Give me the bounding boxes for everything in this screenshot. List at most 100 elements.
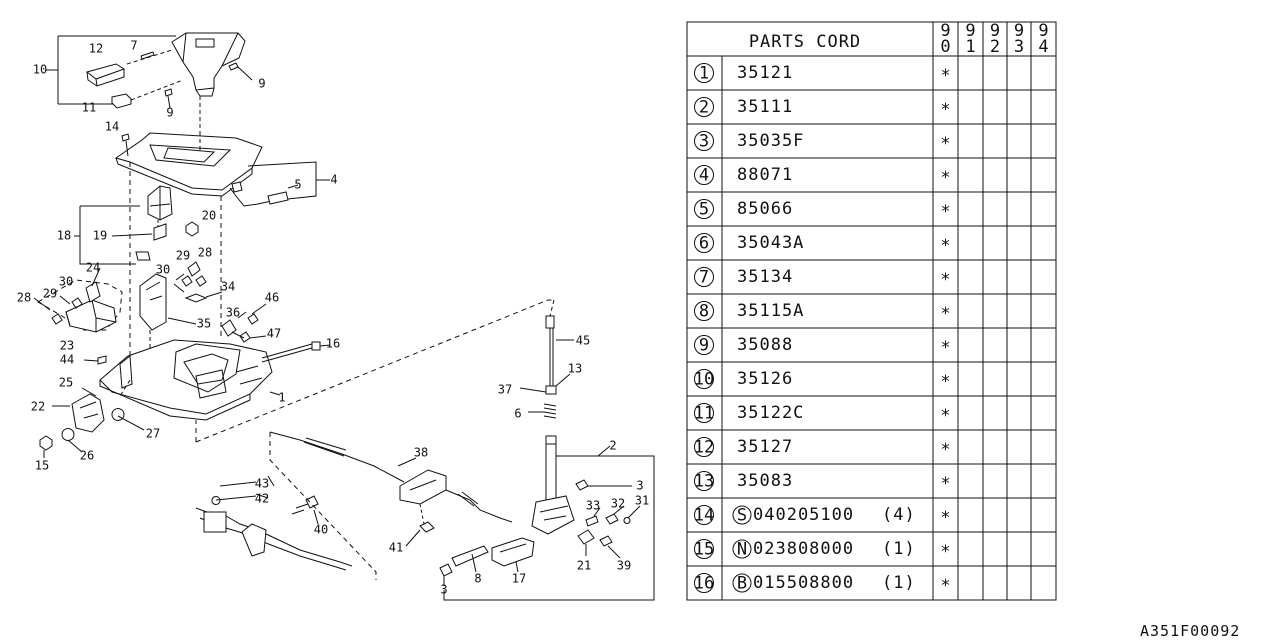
- year-column-header: 9: [965, 21, 975, 41]
- shift-cable: [269, 431, 513, 525]
- part-code: 85066: [737, 199, 793, 219]
- ref-number-circle: [694, 131, 714, 151]
- callout-number: 10: [33, 63, 47, 77]
- callout-number: 16: [326, 337, 340, 351]
- callout-number: 37: [498, 383, 512, 397]
- ref-number-circle: [694, 335, 714, 355]
- callout-number: 23: [60, 339, 74, 353]
- part-code: 35115A: [737, 301, 804, 321]
- ref-number: 3: [699, 132, 709, 152]
- applicability-mark: *: [940, 440, 950, 460]
- applicability-mark: *: [940, 474, 950, 494]
- part-code: 023808000: [753, 539, 854, 559]
- callout-number: 24: [86, 261, 100, 275]
- callout-number: 19: [93, 229, 107, 243]
- shift-lever: [443, 435, 655, 601]
- part-code: 35111: [737, 97, 793, 117]
- callout-number: 30: [59, 275, 73, 289]
- part-code: 35122C: [737, 403, 804, 423]
- callout-number: 32: [611, 497, 625, 511]
- ref-number-circle: [694, 199, 714, 219]
- callout-number: 38: [414, 446, 428, 460]
- callout-number: 14: [105, 120, 119, 134]
- callout-number: 7: [130, 39, 137, 53]
- ref-number: 8: [699, 302, 709, 322]
- callout-number: 9: [258, 77, 265, 91]
- year-column-header: 3: [1014, 37, 1024, 57]
- part-code: 35083: [737, 471, 793, 491]
- ref-number-circle: [694, 233, 714, 253]
- applicability-mark: *: [940, 406, 950, 426]
- part-quantity: (1): [882, 539, 916, 559]
- applicability-mark: *: [940, 236, 950, 256]
- callout-number: 30: [156, 263, 170, 277]
- ref-number-circle: [694, 267, 714, 287]
- part-code: 015508800: [753, 573, 854, 593]
- callout-number: 41: [389, 541, 403, 555]
- ref-number-circle: [694, 505, 714, 525]
- callout-number: 29: [176, 249, 190, 263]
- ref-number-circle: [694, 471, 714, 491]
- ref-number: 9: [699, 336, 709, 356]
- ref-number: 7: [699, 268, 709, 288]
- callout-number: 44: [60, 353, 74, 367]
- selector-rod: [545, 315, 574, 395]
- callout-number: 6: [514, 407, 521, 421]
- figure-number: A351F00092: [1140, 622, 1240, 640]
- lever-bracket: [52, 387, 105, 433]
- callout-number: 27: [146, 427, 160, 441]
- ref-number-circle: [694, 539, 714, 559]
- callout-number: 34: [221, 280, 235, 294]
- callout-number: 4: [330, 173, 337, 187]
- ref-number: 5: [699, 200, 709, 220]
- callout-number: 29: [43, 287, 57, 301]
- part-code: 35043A: [737, 233, 804, 253]
- applicability-mark: *: [940, 66, 950, 86]
- table-row: 12 35127 *: [694, 437, 951, 460]
- callout-number: 20: [202, 209, 216, 223]
- year-column-header: 0: [940, 37, 950, 57]
- callout-number: 28: [17, 291, 31, 305]
- callout-number: 42: [255, 492, 269, 506]
- callout-number: 18: [57, 229, 71, 243]
- shift-knob: [171, 32, 246, 132]
- callout-number: 28: [198, 246, 212, 260]
- ref-number-circle: [694, 165, 714, 185]
- shift-cover-plate: [114, 132, 263, 380]
- part-code: 35127: [737, 437, 793, 457]
- callout-number: 45: [576, 334, 590, 348]
- ref-number-circle: [694, 403, 714, 423]
- table-row: 6 35043A *: [694, 233, 951, 256]
- applicability-mark: *: [940, 270, 950, 290]
- ref-number: 6: [699, 234, 709, 254]
- callout-number: 15: [35, 459, 49, 473]
- ref-number: 15: [694, 540, 714, 560]
- callout-number: 12: [89, 42, 103, 56]
- ref-number: 4: [699, 166, 709, 186]
- callout-number: 17: [512, 572, 526, 586]
- table-header: PARTS CORD: [749, 32, 861, 52]
- callout-number: 5: [294, 178, 301, 192]
- callout-number: 3: [636, 479, 643, 493]
- callout-number: 47: [267, 327, 281, 341]
- ref-number: 12: [694, 438, 714, 458]
- callout-number: 3: [440, 583, 447, 597]
- diagram-linework: [33, 32, 655, 601]
- callout-number: 25: [59, 376, 73, 390]
- ref-number-circle: [694, 63, 714, 83]
- callout-number: 9: [166, 106, 173, 120]
- callout-number: 35: [197, 317, 211, 331]
- applicability-mark: *: [940, 134, 950, 154]
- callout-number: 39: [617, 559, 631, 573]
